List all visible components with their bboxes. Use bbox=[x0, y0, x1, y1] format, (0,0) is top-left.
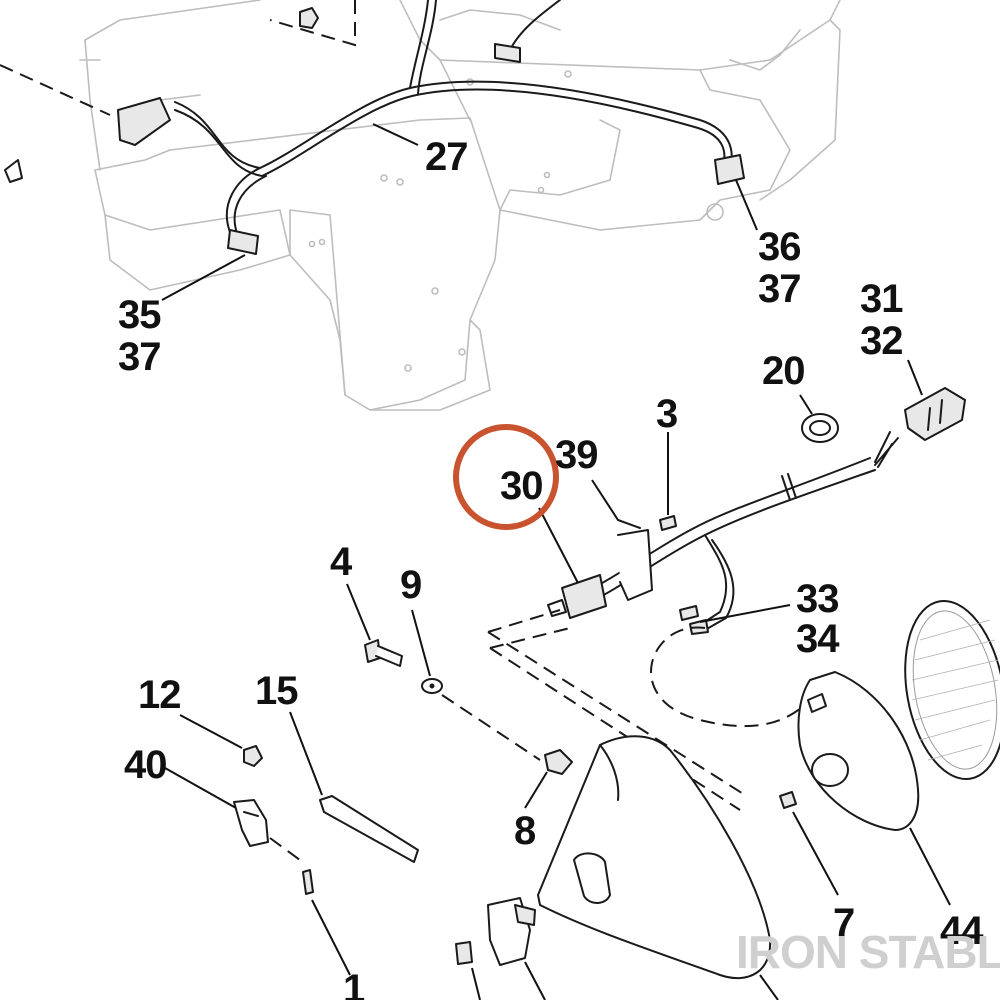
callout-34: 34 bbox=[796, 617, 840, 661]
callout-33: 33 bbox=[796, 577, 839, 621]
callout-31: 31 bbox=[860, 277, 903, 321]
callout-35: 35 bbox=[118, 293, 161, 337]
washer-9-icon bbox=[421, 678, 443, 694]
callout-9: 9 bbox=[400, 563, 421, 607]
screw-1-icon bbox=[302, 869, 314, 895]
speaker-7-icon bbox=[779, 671, 920, 831]
grommet-bottom-icon bbox=[455, 897, 536, 966]
nut-icon-top bbox=[299, 7, 319, 29]
dashed-guide-top bbox=[269, 0, 356, 47]
callout-12: 12 bbox=[138, 673, 181, 717]
grommet-20-icon bbox=[801, 413, 839, 443]
callout-30: 30 bbox=[500, 464, 543, 508]
callout-4: 4 bbox=[330, 540, 353, 584]
screw-3-icon bbox=[659, 515, 677, 531]
stud-8-icon bbox=[544, 749, 573, 775]
cable-tie-15-icon bbox=[319, 795, 419, 863]
dashed-guide-9-8 bbox=[441, 694, 541, 761]
callout-8: 8 bbox=[514, 809, 536, 853]
callout-27: 27 bbox=[425, 135, 468, 179]
watermark: IRON STABLE bbox=[736, 926, 1000, 978]
ghost-fairing-lower bbox=[79, 0, 841, 411]
nut-12-icon bbox=[243, 745, 263, 767]
callout-32: 32 bbox=[860, 319, 903, 363]
dashed-guide-left bbox=[0, 64, 111, 116]
callout-20: 20 bbox=[762, 349, 805, 393]
callout-3: 3 bbox=[656, 392, 677, 436]
callout-37-right: 37 bbox=[758, 267, 801, 311]
highlight-circle bbox=[453, 424, 559, 530]
leader-lines bbox=[161, 123, 951, 1000]
dashed-guide-40-1 bbox=[269, 837, 301, 861]
bolt-4-icon bbox=[364, 639, 403, 667]
clip-40-icon bbox=[233, 799, 269, 847]
callout-15: 15 bbox=[255, 669, 298, 713]
callout-39: 39 bbox=[555, 433, 598, 477]
callout-44: 44 bbox=[940, 909, 984, 953]
callout-7: 7 bbox=[833, 901, 854, 945]
harness-27 bbox=[117, 0, 745, 255]
connector-31-icon bbox=[904, 387, 966, 441]
callout-40: 40 bbox=[124, 743, 167, 787]
clip-icon-left bbox=[4, 159, 23, 183]
callout-37-left: 37 bbox=[118, 335, 161, 379]
harness-30 bbox=[487, 431, 899, 811]
grille-44-icon bbox=[904, 599, 1000, 781]
callout-1: 1 bbox=[343, 967, 365, 1000]
speaker-housing-icon bbox=[537, 735, 772, 980]
callout-36: 36 bbox=[758, 225, 801, 269]
